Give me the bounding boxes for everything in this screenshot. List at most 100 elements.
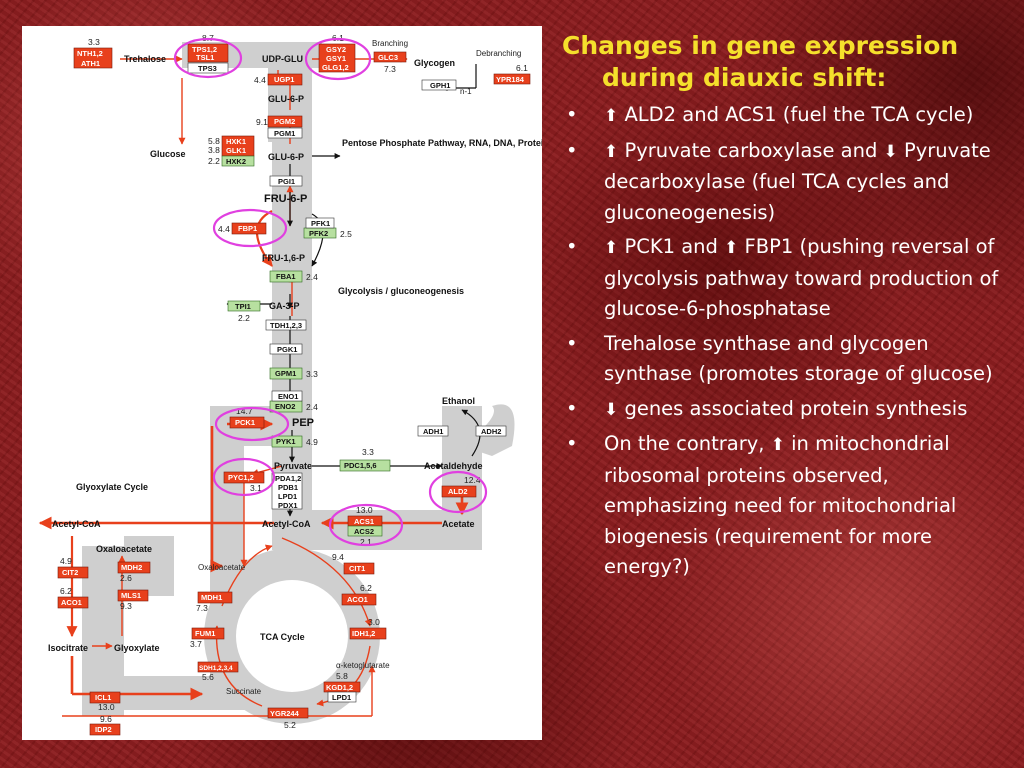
gene-hxk1: HXK1 — [226, 137, 246, 146]
highlight-pyc — [212, 457, 276, 497]
value-glk1: 3.8 — [208, 145, 220, 155]
bullet-item: • On the contrary, ⬆ in mitochondrial rib… — [562, 429, 1002, 583]
highlight-gsy — [304, 37, 372, 81]
gene-gsy1: GSY1 — [326, 54, 346, 63]
tca-center — [236, 580, 348, 692]
value-fum1: 3.7 — [190, 639, 202, 649]
down-arrow-icon: ⬇ — [604, 399, 619, 420]
pyruvate-label: Pyruvate — [274, 461, 312, 471]
value-ugp1: 4.4 — [254, 75, 266, 85]
fru16p-label: FRU-1,6-P — [262, 253, 305, 263]
n1-label: n-1 — [460, 87, 472, 96]
up-arrow-icon: ⬆ — [604, 141, 619, 162]
gene-pgi1: PGI1 — [278, 177, 295, 186]
value-pyc: 3.1 — [250, 483, 262, 493]
value-sdh: 5.6 — [202, 672, 214, 682]
highlight-fbp1 — [212, 208, 288, 248]
gene-boxes-down — [221, 155, 391, 537]
value-cit2: 4.9 — [60, 556, 72, 566]
succinate-label: Succinate — [226, 687, 262, 696]
value-tpi1: 2.2 — [238, 313, 250, 323]
gene-pyk1: PYK1 — [276, 437, 296, 446]
up-arrow-icon: ⬆ — [604, 238, 619, 258]
value-fbp1: 4.4 — [218, 224, 230, 234]
bullet-item: • Trehalose synthase and glycogen synthas… — [562, 329, 1002, 390]
value-fba1: 2.4 — [306, 272, 318, 282]
glu6p-label: GLU-6-P — [268, 94, 304, 104]
glycogen-label: Glycogen — [414, 58, 455, 68]
value-mdh2: 2.6 — [120, 573, 132, 583]
value-glg: 7.3 — [384, 64, 396, 74]
up-arrow-icon: ⬆ — [770, 435, 785, 455]
bullet-text: in mitochondrial ribosomal proteins obse… — [604, 432, 957, 578]
acetyl-coa-label: Acetyl-CoA — [262, 519, 311, 529]
gene-aco1b: ACO1 — [61, 598, 82, 607]
glyoxylate-label: Glyoxylate — [114, 643, 160, 653]
gene-ypr184: YPR184 — [496, 75, 525, 84]
value-nth: 3.3 — [88, 37, 100, 47]
gene-pdx1: PDX1 — [278, 501, 298, 510]
gene-mdh1: MDH1 — [201, 593, 222, 602]
bullet-text: PCK1 and — [618, 235, 725, 258]
value-mls1: 9.3 — [120, 601, 132, 611]
gene-ald2: ALD2 — [448, 487, 468, 496]
highlight-pck1 — [214, 406, 290, 442]
bullet-text: FBP1 (pushing reversal of glycolysis pat… — [604, 235, 999, 320]
bullet-text: On the contrary, — [604, 432, 771, 455]
bullet-dot: • — [566, 103, 578, 126]
gene-gph1: GPH1 — [430, 81, 450, 90]
gene-pyc12: PYC1,2 — [228, 473, 254, 482]
gene-tpi1: TPI1 — [235, 302, 251, 311]
value-hxk1: 5.8 — [208, 136, 220, 146]
value-kgd: 5.8 — [336, 671, 348, 681]
value-pdc: 3.3 — [362, 447, 374, 457]
value-acs1: 13.0 — [356, 505, 373, 515]
gene-tps12: TPS1,2 — [192, 45, 217, 54]
acetaldehyde-label: Acetaldehyde — [424, 461, 483, 471]
bullet-text: Pyruvate decarboxylase (fuel TCA cycles … — [604, 138, 991, 224]
gene-eno1: ENO1 — [278, 392, 298, 401]
bullet-item: •⬆ PCK1 and ⬆ FBP1 (pushing reversal of … — [562, 232, 1002, 325]
gene-mdh2: MDH2 — [121, 563, 142, 572]
acetyl-coa-left-label: Acetyl-CoA — [52, 519, 101, 529]
oxaloacetate-left-label: Oxaloacetate — [96, 544, 152, 554]
gene-pck1: PCK1 — [235, 418, 255, 427]
isocitrate-label: Isocitrate — [48, 643, 88, 653]
fru6p-label: FRU-6-P — [264, 193, 307, 205]
value-mdh1: 7.3 — [196, 603, 208, 613]
bullet-text: ALD2 and ACS1 (fuel the TCA cycle) — [618, 103, 974, 126]
value-pgm2: 9.1 — [256, 117, 268, 127]
gene-lpd1: LPD1 — [278, 492, 297, 501]
up-arrow-icon: ⬆ — [724, 238, 739, 258]
value-ypr184: 6.1 — [516, 63, 528, 73]
bullet-list: •⬆ ALD2 and ACS1 (fuel the TCA cycle)•⬆ … — [562, 100, 1002, 583]
bullet-item: •⬆ ALD2 and ACS1 (fuel the TCA cycle) — [562, 100, 1002, 132]
gene-gpm1: GPM1 — [275, 369, 296, 378]
metabolite-labels: Trehalose UDP-GLU Glycogen Branching Deb… — [48, 39, 542, 696]
value-cit1: 9.4 — [332, 552, 344, 562]
gene-gsy2: GSY2 — [326, 45, 346, 54]
bullet-dot: • — [566, 396, 578, 420]
bullet-text: Trehalose synthase and glycogen synthase… — [604, 331, 993, 386]
glycolysis-label: Glycolysis / gluconeogenesis — [338, 286, 464, 296]
value-eno2: 2.4 — [306, 402, 318, 412]
acetate-label: Acetate — [442, 519, 475, 529]
down-arrow-icon: ⬇ — [883, 141, 898, 162]
gene-ugp1: UGP1 — [274, 75, 294, 84]
bullet-dot: • — [566, 432, 578, 455]
value-hxk2: 2.2 — [208, 156, 220, 166]
gene-boxes-neutral — [187, 62, 507, 703]
gene-mls1: MLS1 — [121, 591, 141, 600]
gene-glg12: GLG1,2 — [322, 63, 349, 72]
gene-nth12: NTH1,2 — [77, 49, 103, 58]
gene-acs2: ACS2 — [354, 527, 374, 536]
gene-sdh: SDH1,2,3,4 — [199, 665, 233, 672]
gene-fbp1: FBP1 — [238, 224, 257, 233]
bullet-text: genes associated protein synthesis — [618, 396, 968, 420]
bullet-dot: • — [566, 331, 578, 355]
gene-cit2: CIT2 — [62, 568, 78, 577]
gene-pfk2: PFK2 — [309, 229, 328, 238]
value-idh: 3.0 — [368, 617, 380, 627]
gene-pfk1: PFK1 — [311, 219, 330, 228]
gene-icl1: ICL1 — [95, 693, 111, 702]
